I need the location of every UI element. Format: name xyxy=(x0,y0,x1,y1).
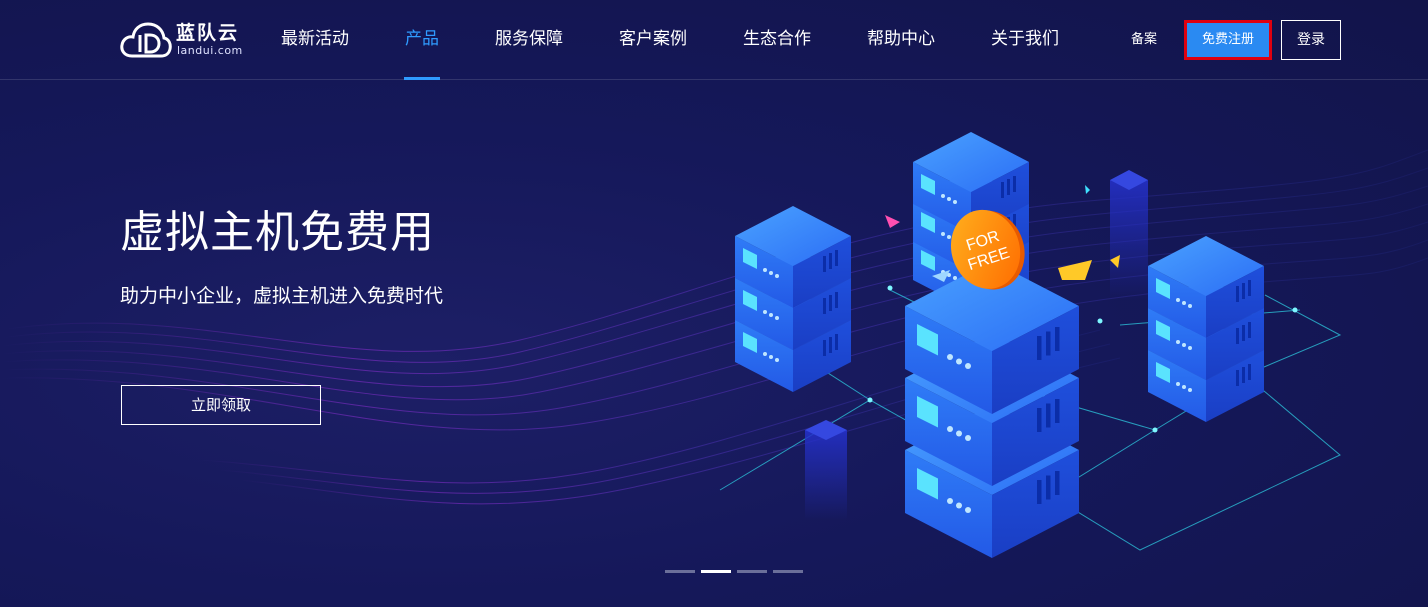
register-button[interactable]: 免费注册 xyxy=(1184,20,1272,60)
nav-label: 产品 xyxy=(405,29,439,49)
hero-subtitle: 助力中小企业，虚拟主机进入免费时代 xyxy=(120,285,444,307)
nav-item-latest-events[interactable]: 最新活动 xyxy=(268,0,362,79)
carousel-dot-3[interactable] xyxy=(737,570,767,573)
nav-item-cases[interactable]: 客户案例 xyxy=(606,0,700,79)
nav-label: 帮助中心 xyxy=(867,29,935,49)
top-navigation-bar: 蓝队云 landui.com 最新活动 产品 服务保障 客户案例 生态合作 帮助… xyxy=(0,0,1428,80)
nav-item-help[interactable]: 帮助中心 xyxy=(854,0,948,79)
login-button[interactable]: 登录 xyxy=(1281,20,1341,60)
nav-label: 关于我们 xyxy=(991,29,1059,49)
carousel-dot-4[interactable] xyxy=(773,570,803,573)
hero-title: 虚拟主机免费用 xyxy=(120,207,435,258)
main-nav: 最新活动 产品 服务保障 客户案例 生态合作 帮助中心 关于我们 xyxy=(268,0,1102,80)
nav-item-service[interactable]: 服务保障 xyxy=(482,0,576,79)
cloud-logo-icon xyxy=(120,22,172,58)
carousel-indicators xyxy=(665,570,809,573)
nav-item-about[interactable]: 关于我们 xyxy=(978,0,1072,79)
nav-item-ecosystem[interactable]: 生态合作 xyxy=(730,0,824,79)
nav-label: 最新活动 xyxy=(281,29,349,49)
active-nav-underline xyxy=(404,77,440,80)
carousel-dot-2[interactable] xyxy=(701,570,731,573)
server-stack-icon: FOR FREE xyxy=(719,132,1342,558)
brand-logo[interactable]: 蓝队云 landui.com xyxy=(120,20,250,60)
nav-label: 客户案例 xyxy=(619,29,687,49)
for-free-badge-icon: FOR FREE xyxy=(950,209,1025,290)
nav-label: 生态合作 xyxy=(743,29,811,49)
nav-label: 服务保障 xyxy=(495,29,563,49)
carousel-dot-1[interactable] xyxy=(665,570,695,573)
brand-domain: landui.com xyxy=(177,44,243,57)
brand-name: 蓝队云 xyxy=(176,22,240,44)
nav-item-products[interactable]: 产品 xyxy=(392,0,452,80)
claim-now-button[interactable]: 立即领取 xyxy=(121,385,321,425)
record-link[interactable]: 备案 xyxy=(1131,32,1158,47)
